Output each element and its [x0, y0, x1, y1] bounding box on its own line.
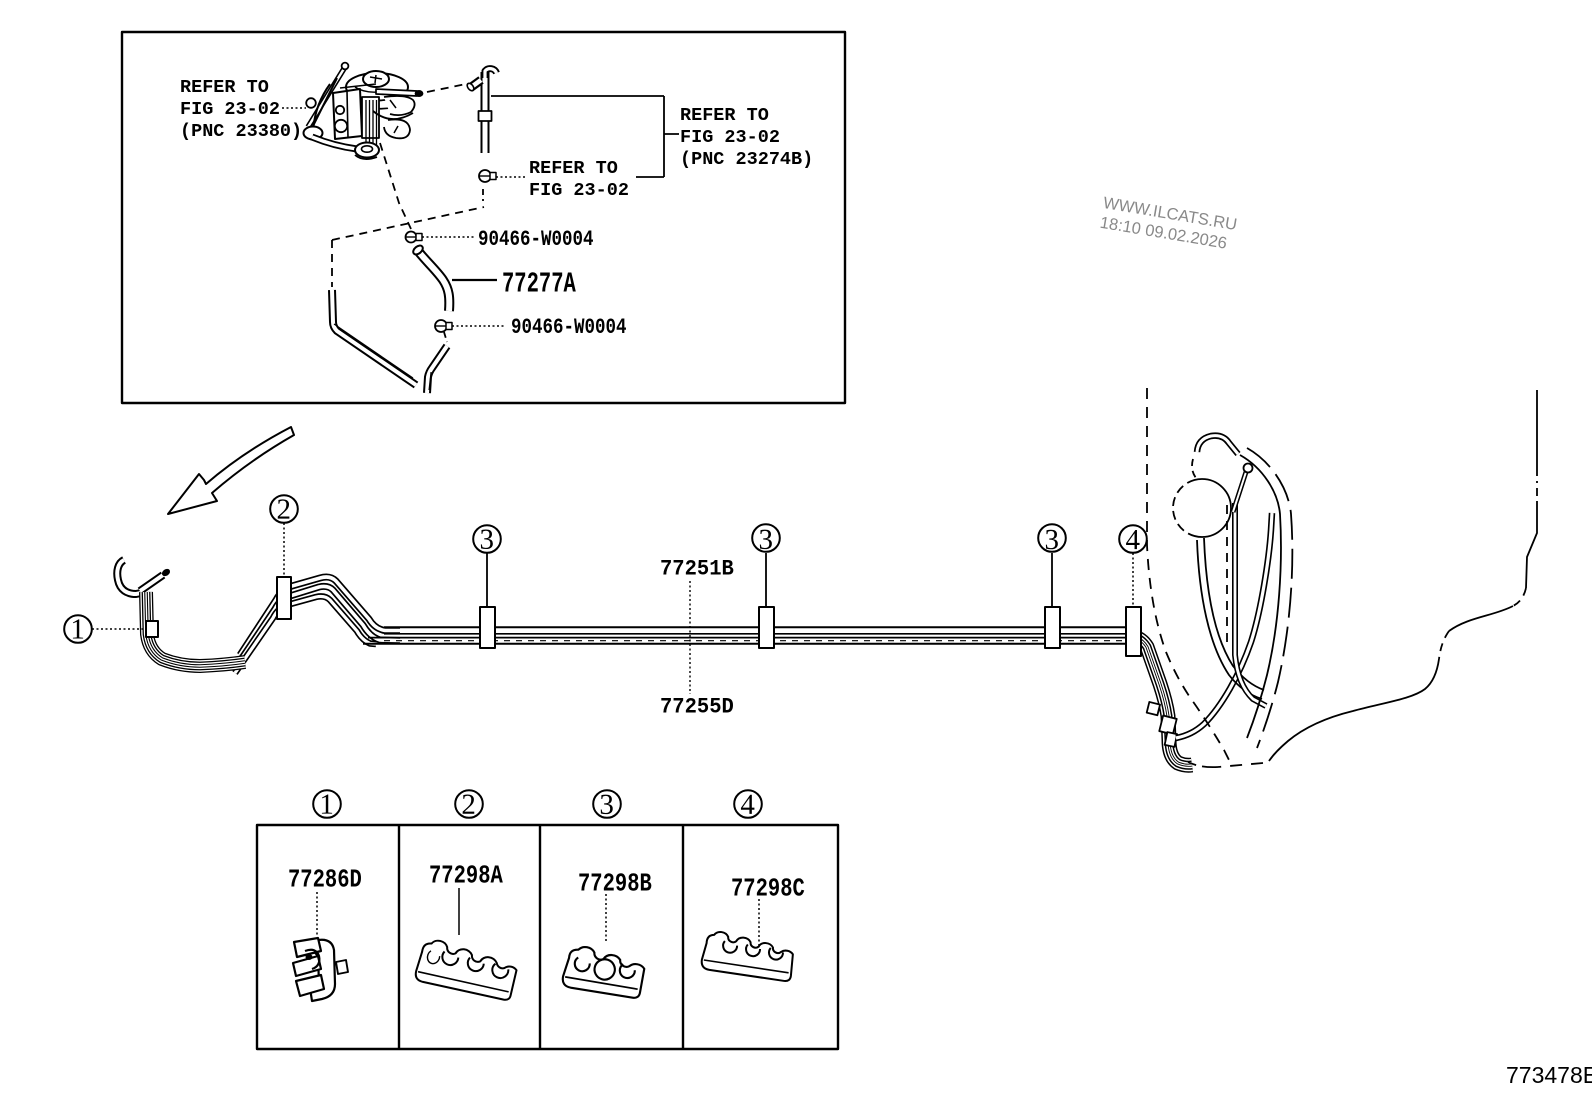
svg-text:3: 3 [758, 524, 773, 556]
svg-text:4: 4 [740, 789, 755, 821]
svg-text:4: 4 [1125, 524, 1140, 556]
svg-text:3: 3 [1044, 524, 1059, 556]
svg-text:3: 3 [479, 524, 494, 556]
svg-text:3: 3 [599, 789, 614, 821]
svg-text:1: 1 [319, 789, 334, 821]
svg-text:2: 2 [461, 789, 476, 821]
svg-text:1: 1 [70, 614, 85, 646]
svg-text:2: 2 [276, 494, 291, 526]
